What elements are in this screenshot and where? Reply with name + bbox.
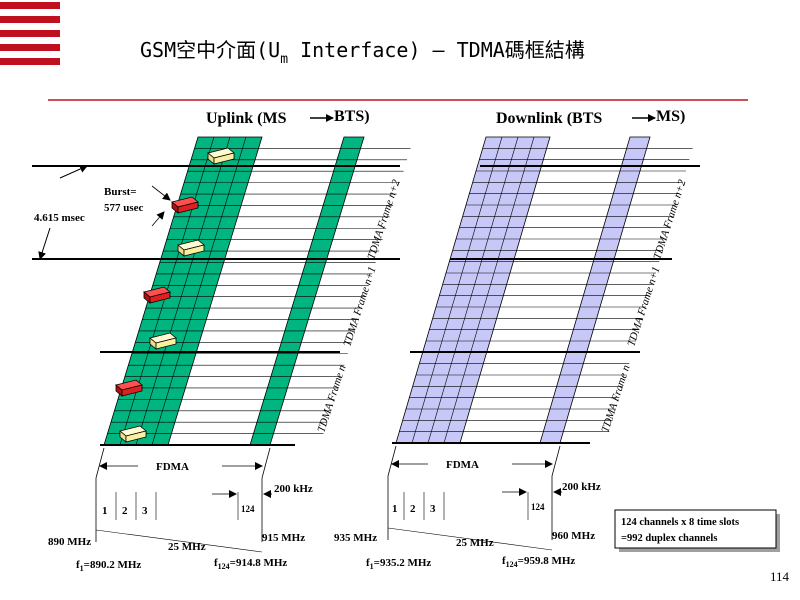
fdma-bracket-right: [261, 447, 271, 479]
uplink-frame-label-n2: TDMA Frame n+2: [365, 178, 402, 261]
uplink-frame-label-n1: TDMA Frame n+1: [341, 265, 378, 348]
downlink-f1: f1=935.2 MHz: [366, 557, 431, 571]
downlink-frame-label-n1: TDMA Frame n+1: [625, 265, 662, 348]
downlink-fdma-label: FDMA: [446, 459, 479, 471]
channel-number-3: 3: [142, 505, 148, 517]
channel-number-2: 2: [410, 503, 416, 515]
summary-box: 124 channels x 8 time slots =992 duplex …: [614, 509, 780, 552]
downlink-heading: Downlink (BTS: [496, 110, 602, 127]
downlink-frame-label-n2: TDMA Frame n+2: [651, 178, 688, 261]
uplink-f124: f124=914.8 MHz: [214, 557, 287, 571]
fdma-bracket-left: [387, 445, 397, 477]
page-title: GSM空中介面(Um Interface) – TDMA碼框結構: [140, 38, 585, 67]
downlink-heading-right: MS): [656, 108, 685, 125]
channel-number-124: 124: [531, 502, 545, 512]
uplink-band-end: 915 MHz: [262, 532, 305, 544]
downlink-spacing-label: 200 kHz: [562, 481, 601, 493]
band-diagonal: [95, 529, 263, 553]
burst-yellow: [119, 425, 147, 443]
uplink-f1: f1=890.2 MHz: [76, 559, 141, 573]
channel-number-3: 3: [430, 503, 436, 515]
channel-number-1: 1: [392, 503, 398, 515]
fdma-bracket-right: [551, 445, 561, 477]
downlink-frame-label-n: TDMA Frame n: [599, 363, 632, 434]
burst-yellow: [149, 332, 177, 350]
burst-yellow: [207, 147, 235, 165]
carrier-divider: [443, 136, 535, 444]
uplink-band-124: [249, 136, 365, 446]
period-arrow-bottom: [38, 227, 51, 260]
title-prefix: GSM空中介面(U: [140, 38, 280, 62]
downlink-diagram: Downlink (BTS MS) TDMA Frame n TDMA Fram…: [334, 108, 700, 571]
channel-number-1: 1: [102, 505, 108, 517]
title-suffix: Interface) – TDMA碼框結構: [288, 38, 585, 62]
burst-label: Burst=: [104, 186, 137, 198]
channel-number-124: 124: [241, 504, 255, 514]
frame-period-label: 4.615 msec: [34, 212, 85, 224]
burst-red: [143, 286, 171, 304]
carrier-divider: [135, 136, 231, 446]
uplink-diagram: Uplink (MS BTS): [32, 108, 411, 573]
burst-arrow-top: [151, 185, 171, 201]
fdma-bracket-left: [95, 447, 105, 479]
uplink-heading: Uplink (MS: [206, 110, 287, 127]
burst-duration: 577 usec: [104, 202, 144, 214]
summary-line-2: =992 duplex channels: [621, 533, 717, 544]
uplink-heading-right: BTS): [334, 108, 370, 125]
carrier-divider: [411, 136, 503, 444]
band-diagonal: [387, 527, 553, 551]
burst-red: [171, 196, 199, 214]
corner-stripes: [0, 2, 60, 65]
uplink-band-start: 890 MHz: [48, 536, 91, 548]
downlink-band-124: [539, 136, 651, 444]
uplink-fdma-label: FDMA: [156, 461, 189, 473]
page-number: 114: [770, 569, 790, 584]
channel-number-2: 2: [122, 505, 128, 517]
summary-line-1: 124 channels x 8 time slots: [621, 517, 739, 528]
carrier-divider: [151, 136, 247, 446]
uplink-bandwidth: 25 MHz: [168, 541, 206, 553]
uplink-spacing-label: 200 kHz: [274, 483, 313, 495]
burst-yellow: [177, 239, 205, 257]
downlink-band-start: 935 MHz: [334, 532, 377, 544]
downlink-bandwidth: 25 MHz: [456, 537, 494, 549]
title-subscript: m: [280, 52, 288, 67]
period-arrow-top: [59, 165, 88, 179]
burst-red: [115, 379, 143, 397]
uplink-frame-label-n: TDMA Frame n: [315, 363, 348, 434]
downlink-f124: f124=959.8 MHz: [502, 555, 575, 569]
downlink-band-end: 960 MHz: [552, 530, 595, 542]
carrier-divider: [427, 136, 519, 444]
burst-arrow-bottom: [151, 211, 165, 227]
